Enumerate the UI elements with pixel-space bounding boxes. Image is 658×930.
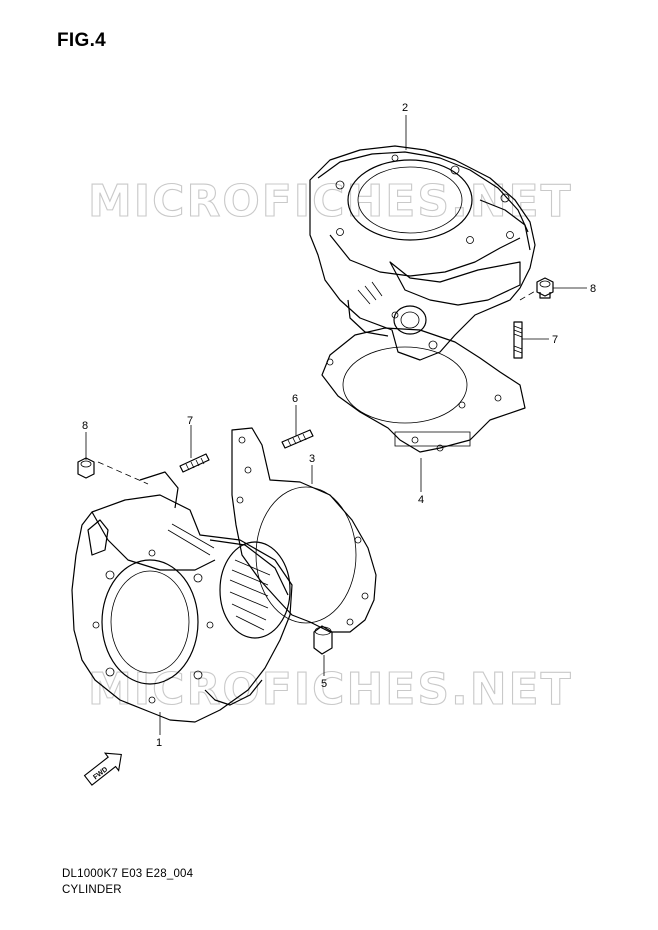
callout-8-lower: 8 — [82, 420, 88, 432]
part-8-nut-lower — [77, 457, 149, 485]
watermark-top: MICROFICHES.NET — [88, 176, 573, 227]
callout-1: 1 — [156, 737, 162, 749]
callout-7-lower: 7 — [187, 415, 193, 427]
callout-8-upper: 8 — [590, 283, 596, 295]
callout-6: 6 — [292, 393, 298, 405]
part-5-dowel-pin — [313, 625, 333, 655]
part-3-cylinder-head-gasket — [231, 427, 377, 633]
part-1-cylinder-front — [71, 471, 293, 723]
part-2-cylinder-rear — [309, 145, 536, 361]
part-7-stud-lower — [179, 453, 210, 473]
callout-3: 3 — [309, 453, 315, 465]
callout-2: 2 — [402, 102, 408, 114]
figure-code: DL1000K7 E03 E28_004 — [62, 868, 194, 880]
part-6-stud — [281, 429, 314, 449]
part-8-nut-upper — [519, 277, 554, 301]
figure-title: FIG.4 — [57, 30, 107, 51]
part-4-cylinder-base-gasket — [321, 327, 526, 453]
part-7-stud-upper — [513, 321, 523, 359]
callout-7-upper: 7 — [552, 334, 558, 346]
watermark-bottom: MICROFICHES.NET — [88, 664, 573, 715]
forward-direction-arrow-icon: FWD — [83, 752, 122, 786]
callout-4: 4 — [418, 494, 424, 506]
figure-name: CYLINDER — [62, 884, 122, 896]
callout-5: 5 — [321, 678, 327, 690]
